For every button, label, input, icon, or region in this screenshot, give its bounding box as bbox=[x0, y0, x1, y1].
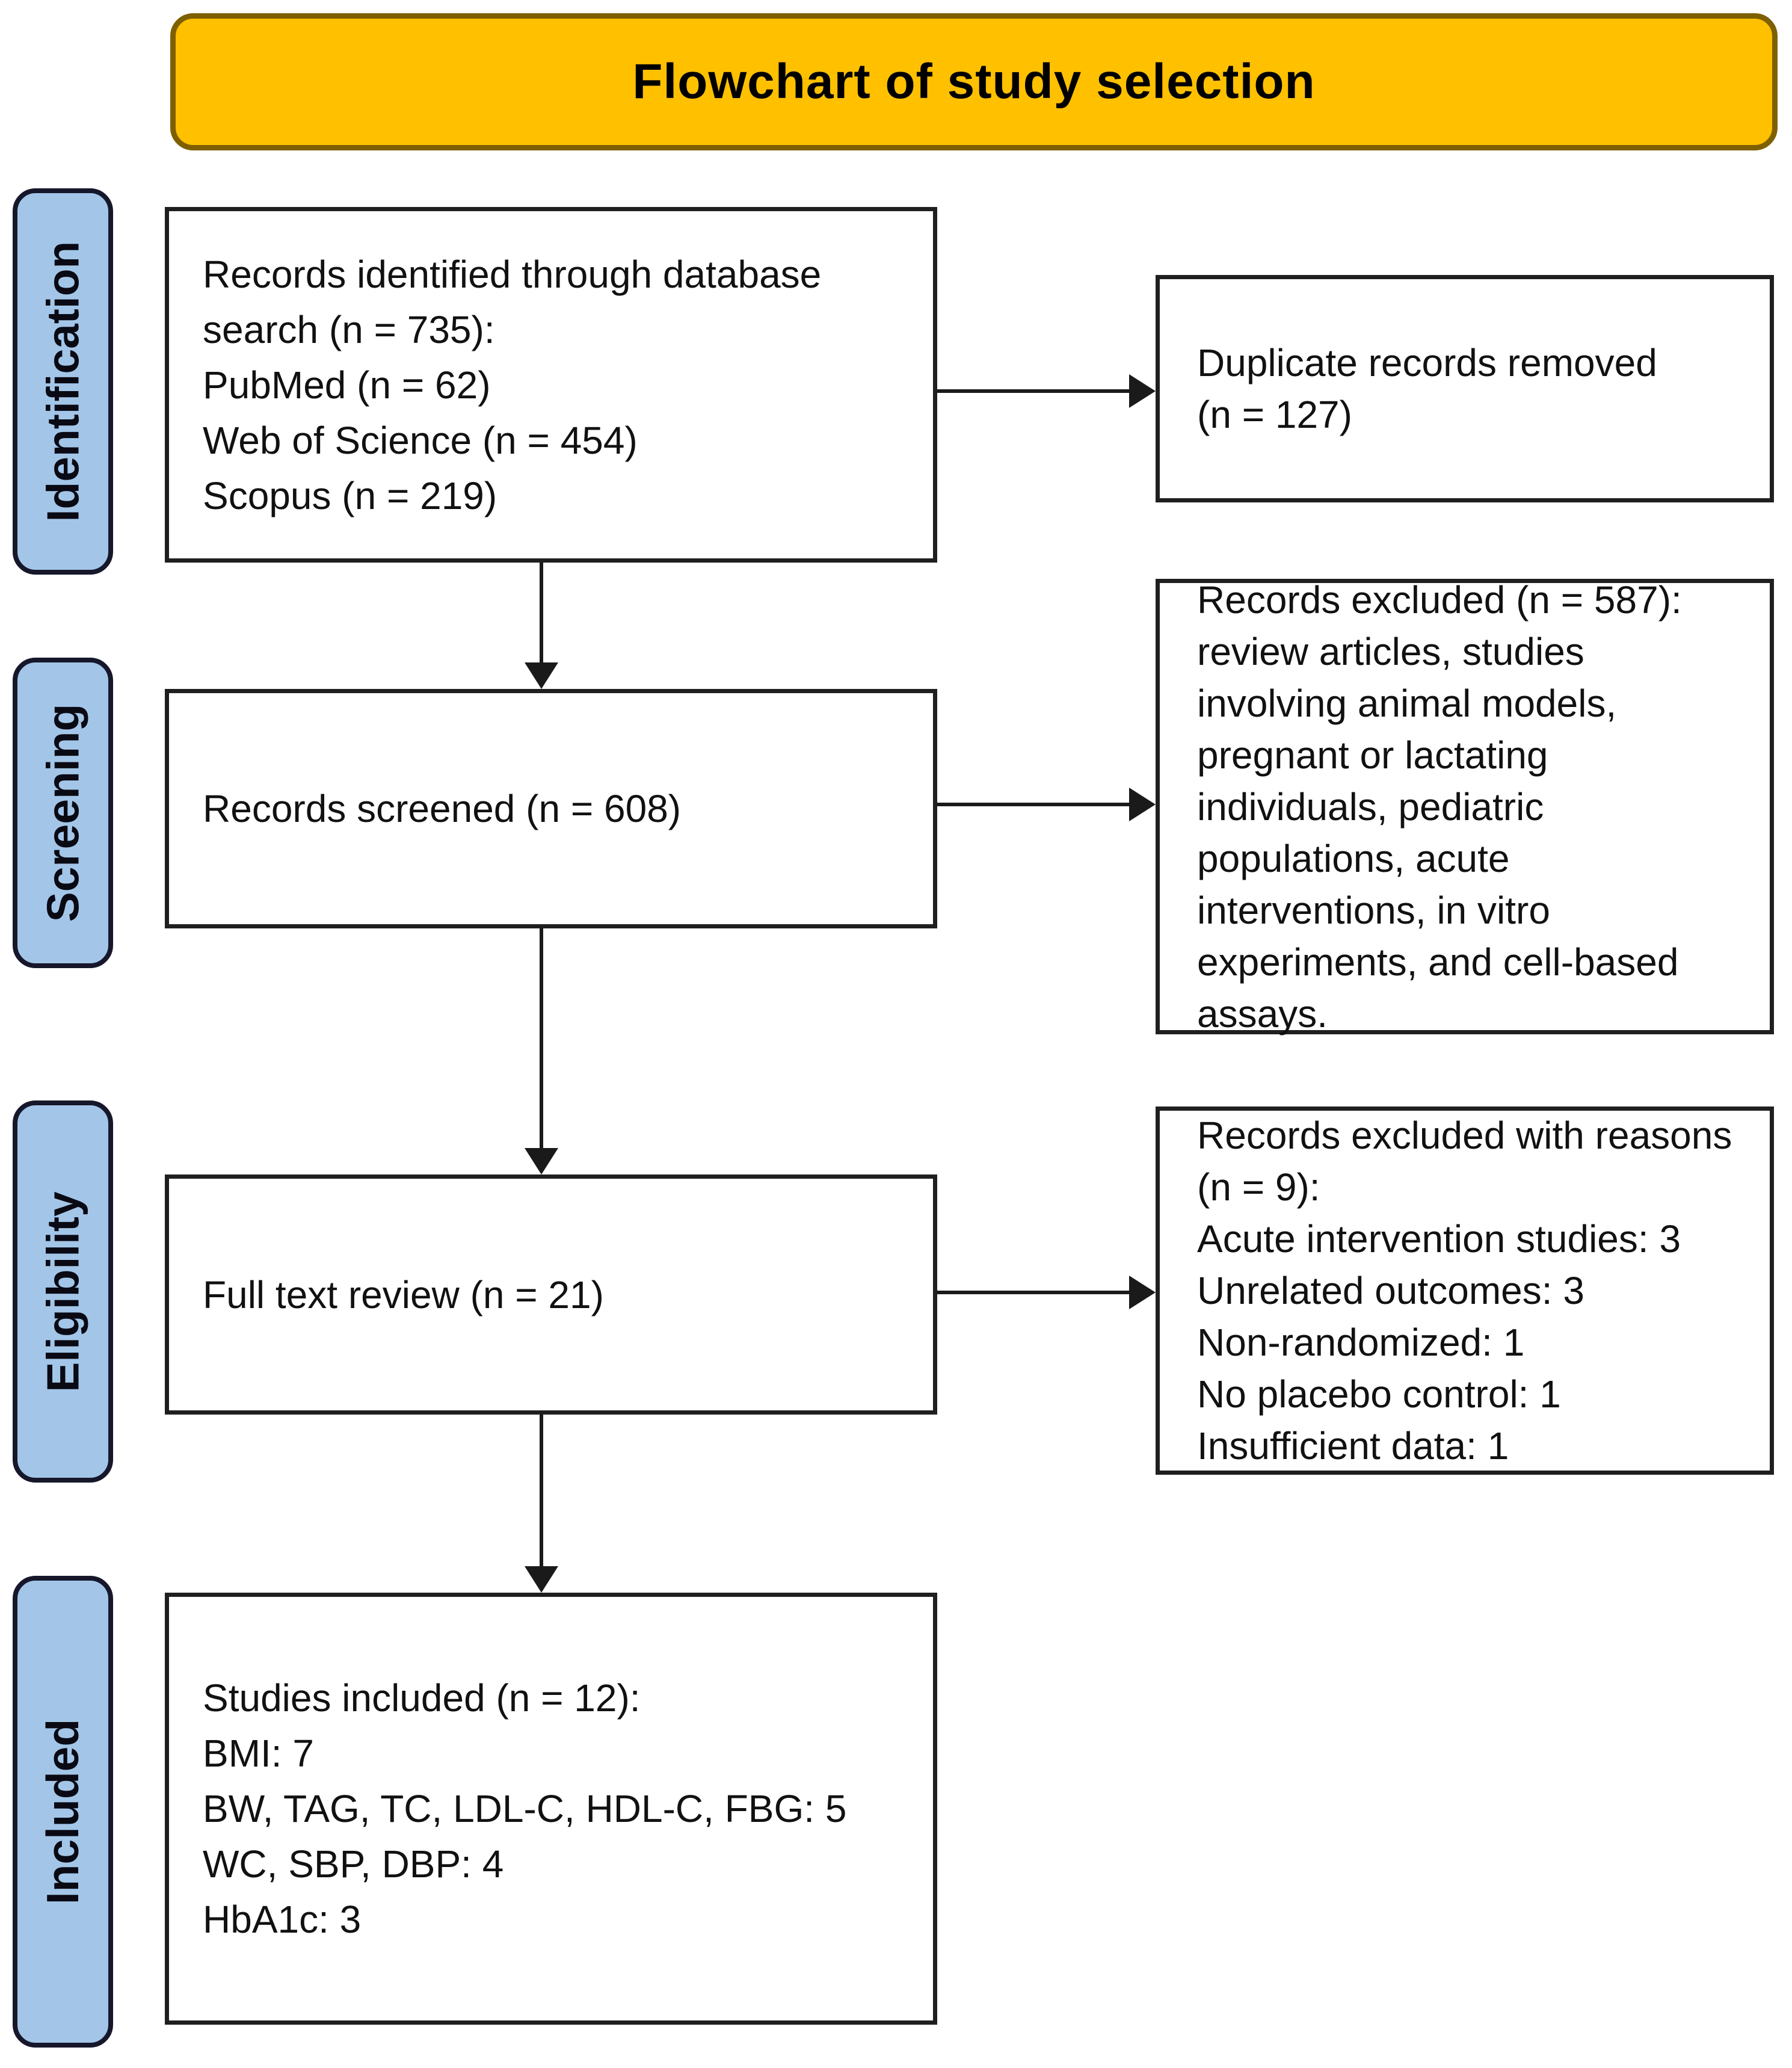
arrow-down-icon bbox=[525, 1148, 558, 1174]
arrow-down-icon bbox=[525, 662, 558, 689]
figure-title: Flowchart of study selection bbox=[632, 54, 1316, 109]
arrow-shaft bbox=[937, 389, 1132, 393]
box-records-excluded-reasons: Records excluded with reasons (n = 9): A… bbox=[1156, 1107, 1774, 1475]
box-studies-included-text: Studies included (n = 12): BMI: 7 BW, TA… bbox=[203, 1676, 847, 1941]
box-records-excluded-reasons-text: Records excluded with reasons (n = 9): A… bbox=[1197, 1114, 1732, 1468]
stage-included: Included bbox=[13, 1576, 113, 2048]
stage-eligibility: Eligibility bbox=[13, 1100, 113, 1483]
stage-screening-label: Screening bbox=[37, 703, 88, 922]
arrow-shaft bbox=[937, 1291, 1132, 1294]
box-records-screened-text: Records screened (n = 608) bbox=[203, 787, 682, 830]
box-duplicates-removed-text: Duplicate records removed (n = 127) bbox=[1197, 341, 1657, 436]
box-duplicates-removed: Duplicate records removed (n = 127) bbox=[1156, 275, 1774, 502]
arrow-right-icon bbox=[1129, 374, 1156, 408]
stage-identification: Identification bbox=[13, 188, 113, 575]
figure-title-banner: Flowchart of study selection bbox=[170, 13, 1778, 150]
stage-eligibility-label: Eligibility bbox=[37, 1191, 88, 1392]
stage-included-label: Included bbox=[37, 1718, 88, 1905]
arrow-shaft bbox=[540, 928, 543, 1149]
box-records-excluded-screening: Records excluded (n = 587): review artic… bbox=[1156, 578, 1774, 1036]
stage-identification-label: Identification bbox=[37, 241, 88, 522]
box-studies-included: Studies included (n = 12): BMI: 7 BW, TA… bbox=[165, 1593, 937, 2025]
arrow-shaft bbox=[540, 1415, 543, 1567]
arrow-shaft bbox=[540, 563, 543, 666]
box-full-text-review-text: Full text review (n = 21) bbox=[203, 1273, 604, 1316]
arrow-right-icon bbox=[1129, 788, 1156, 821]
arrow-shaft bbox=[937, 803, 1132, 806]
box-records-screened: Records screened (n = 608) bbox=[165, 689, 937, 928]
box-records-identified: Records identified through database sear… bbox=[165, 207, 937, 563]
arrow-right-icon bbox=[1129, 1276, 1156, 1309]
box-records-identified-text: Records identified through database sear… bbox=[203, 252, 822, 517]
box-full-text-review: Full text review (n = 21) bbox=[165, 1174, 937, 1415]
arrow-down-icon bbox=[525, 1566, 558, 1593]
stage-screening: Screening bbox=[13, 658, 113, 968]
box-records-excluded-screening-text: Records excluded (n = 587): review artic… bbox=[1197, 578, 1682, 1036]
